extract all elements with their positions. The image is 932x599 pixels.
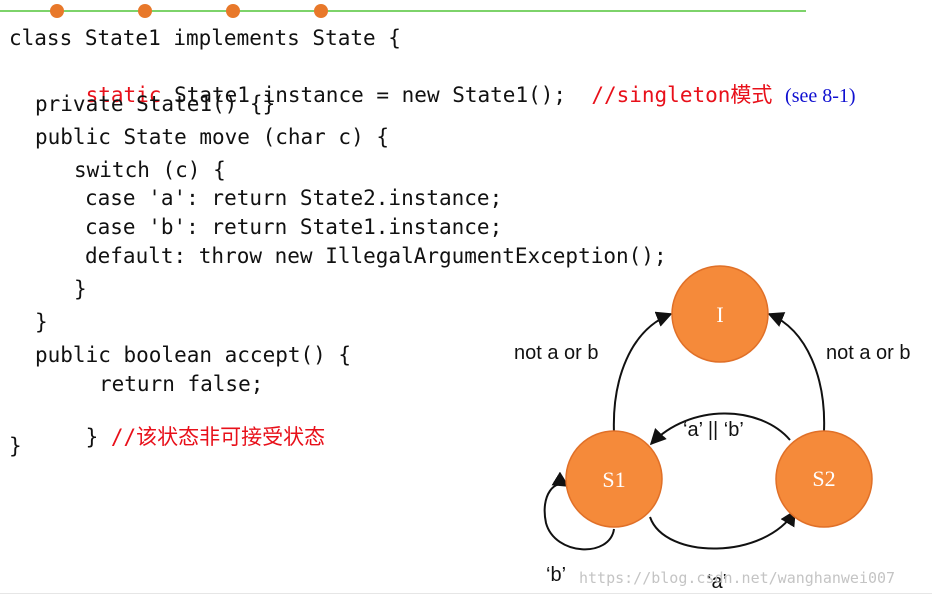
- static-keyword: static: [85, 83, 162, 107]
- header-dot: [226, 4, 240, 18]
- code-line: case 'b': return State1.instance;: [85, 215, 503, 239]
- edge-label-s1-to-i: not a or b: [514, 342, 599, 364]
- state-label-s1: S1: [602, 467, 625, 492]
- code-text: }: [85, 425, 111, 449]
- header-dot: [50, 4, 64, 18]
- code-comment: //singleton模式: [591, 83, 773, 107]
- state-node-s1: [565, 430, 663, 528]
- code-line: switch (c) {: [74, 158, 226, 182]
- code-line: class State1 implements State {: [9, 26, 401, 50]
- edge-label-s2-to-s1: ‘a’ || ‘b’: [683, 419, 744, 441]
- edge-s2-to-s1: [649, 412, 791, 446]
- code-text: State1 instance = new State1();: [161, 83, 592, 107]
- state-node-i: [671, 265, 769, 363]
- watermark-url: https://blog.csdn.net/wanghanwei007: [579, 569, 896, 587]
- state-label-i: I: [716, 302, 723, 327]
- edge-s2-to-i: [767, 312, 826, 432]
- reference-note: (see 8-1): [785, 85, 856, 107]
- code-comment: //该状态非可接受状态: [110, 425, 326, 449]
- slide-header-bar: [0, 4, 806, 18]
- edge-s1-to-s2: [649, 509, 796, 550]
- edge-label-s2-to-i: not a or b: [826, 342, 911, 364]
- edge-s1-to-i: [612, 311, 673, 434]
- code-line: static State1 instance = new State1(); /…: [35, 59, 856, 132]
- code-line: }: [74, 277, 87, 301]
- edge-label-s1-to-s2: ‘a’: [707, 571, 727, 593]
- header-dot: [314, 4, 328, 18]
- code-line: public boolean accept() {: [35, 343, 352, 367]
- code-line: }: [35, 310, 48, 334]
- edge-label-s1-self: ‘b’: [546, 564, 566, 586]
- header-dot: [138, 4, 152, 18]
- state-label-s2: S2: [812, 466, 835, 491]
- code-line: }: [9, 434, 22, 458]
- code-line: public State move (char c) {: [35, 125, 390, 149]
- edge-s1-self-loop: [543, 471, 615, 551]
- code-line: private State1() {}: [35, 92, 276, 116]
- code-line: case 'a': return State2.instance;: [85, 186, 503, 210]
- code-line: return false;: [99, 372, 264, 396]
- code-line: } //该状态非可接受状态: [35, 401, 326, 473]
- state-node-s2: [775, 430, 873, 528]
- code-line: default: throw new IllegalArgumentExcept…: [85, 244, 667, 268]
- bottom-divider: [0, 593, 932, 594]
